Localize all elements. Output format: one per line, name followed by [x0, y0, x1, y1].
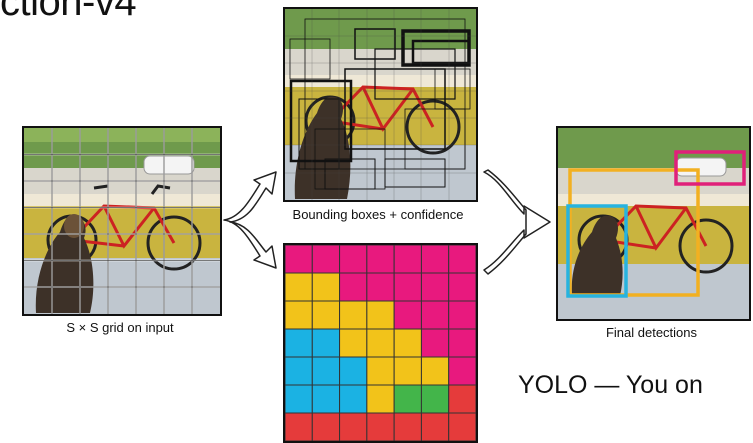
class-map-cell: [420, 412, 450, 441]
class-map-cell: [339, 272, 368, 302]
class-map-cell: [311, 412, 341, 441]
class-map-cell: [448, 356, 476, 386]
class-map-cell: [366, 272, 395, 302]
class-map-cell: [420, 356, 450, 386]
split-arrow-icon: [223, 171, 277, 269]
dog-detection-box: [566, 204, 628, 298]
class-map-cell: [311, 328, 341, 358]
class-map-cell: [420, 300, 450, 330]
class-map-cell: [285, 300, 313, 330]
class-map-cell: [311, 384, 341, 414]
merge-arrow-icon: [483, 169, 551, 275]
car-detection-box: [674, 150, 746, 186]
class-map-cell: [448, 412, 476, 441]
bounding-boxes-caption: Bounding boxes + confidence: [292, 207, 464, 222]
class-map-cell: [393, 356, 422, 386]
class-map-cell: [448, 384, 476, 414]
class-map-cell: [311, 272, 341, 302]
bounding-boxes-panel: [283, 7, 478, 202]
class-map-cell: [393, 412, 422, 441]
class-map-cell: [285, 384, 313, 414]
class-map-cell: [420, 245, 450, 274]
final-detections-illustration: [558, 128, 749, 319]
class-probability-map-panel: [283, 243, 478, 443]
slide-title: ction-v4: [0, 0, 137, 24]
class-map-cell: [393, 272, 422, 302]
class-map-cell: [339, 300, 368, 330]
class-map-cell: [366, 384, 395, 414]
class-map-cell: [420, 384, 450, 414]
bike-detection-box: [568, 168, 700, 297]
class-map-cell: [448, 272, 476, 302]
class-map-cell: [448, 300, 476, 330]
class-map-cell: [366, 412, 395, 441]
class-map-cell: [339, 412, 368, 441]
class-map-cell: [420, 328, 450, 358]
bounding-boxes-illustration: [285, 9, 476, 200]
input-caption: S × S grid on input: [66, 320, 174, 335]
class-probability-grid: [285, 245, 476, 441]
class-map-cell: [448, 328, 476, 358]
footer-heading: YOLO — You on: [518, 371, 703, 399]
class-map-cell: [366, 300, 395, 330]
class-map-cell: [393, 384, 422, 414]
class-map-cell: [311, 356, 341, 386]
class-map-cell: [285, 412, 313, 441]
class-map-cell: [285, 328, 313, 358]
class-map-cell: [393, 245, 422, 274]
class-map-cell: [448, 245, 476, 274]
class-map-cell: [339, 328, 368, 358]
final-detections-caption: Final detections: [605, 325, 698, 340]
class-map-cell: [393, 300, 422, 330]
class-map-cell: [285, 245, 313, 274]
class-map-cell: [420, 272, 450, 302]
class-map-cell: [393, 328, 422, 358]
input-image-panel: [22, 126, 222, 316]
class-map-cell: [311, 245, 341, 274]
class-map-cell: [311, 300, 341, 330]
class-map-cell: [366, 356, 395, 386]
class-map-cell: [285, 356, 313, 386]
class-map-cell: [285, 272, 313, 302]
class-map-cell: [366, 328, 395, 358]
class-map-cell: [339, 384, 368, 414]
class-map-cell: [339, 356, 368, 386]
final-detections-panel: [556, 126, 751, 321]
class-map-cell: [366, 245, 395, 274]
input-photo-illustration: [24, 128, 220, 314]
class-map-cell: [339, 245, 368, 274]
